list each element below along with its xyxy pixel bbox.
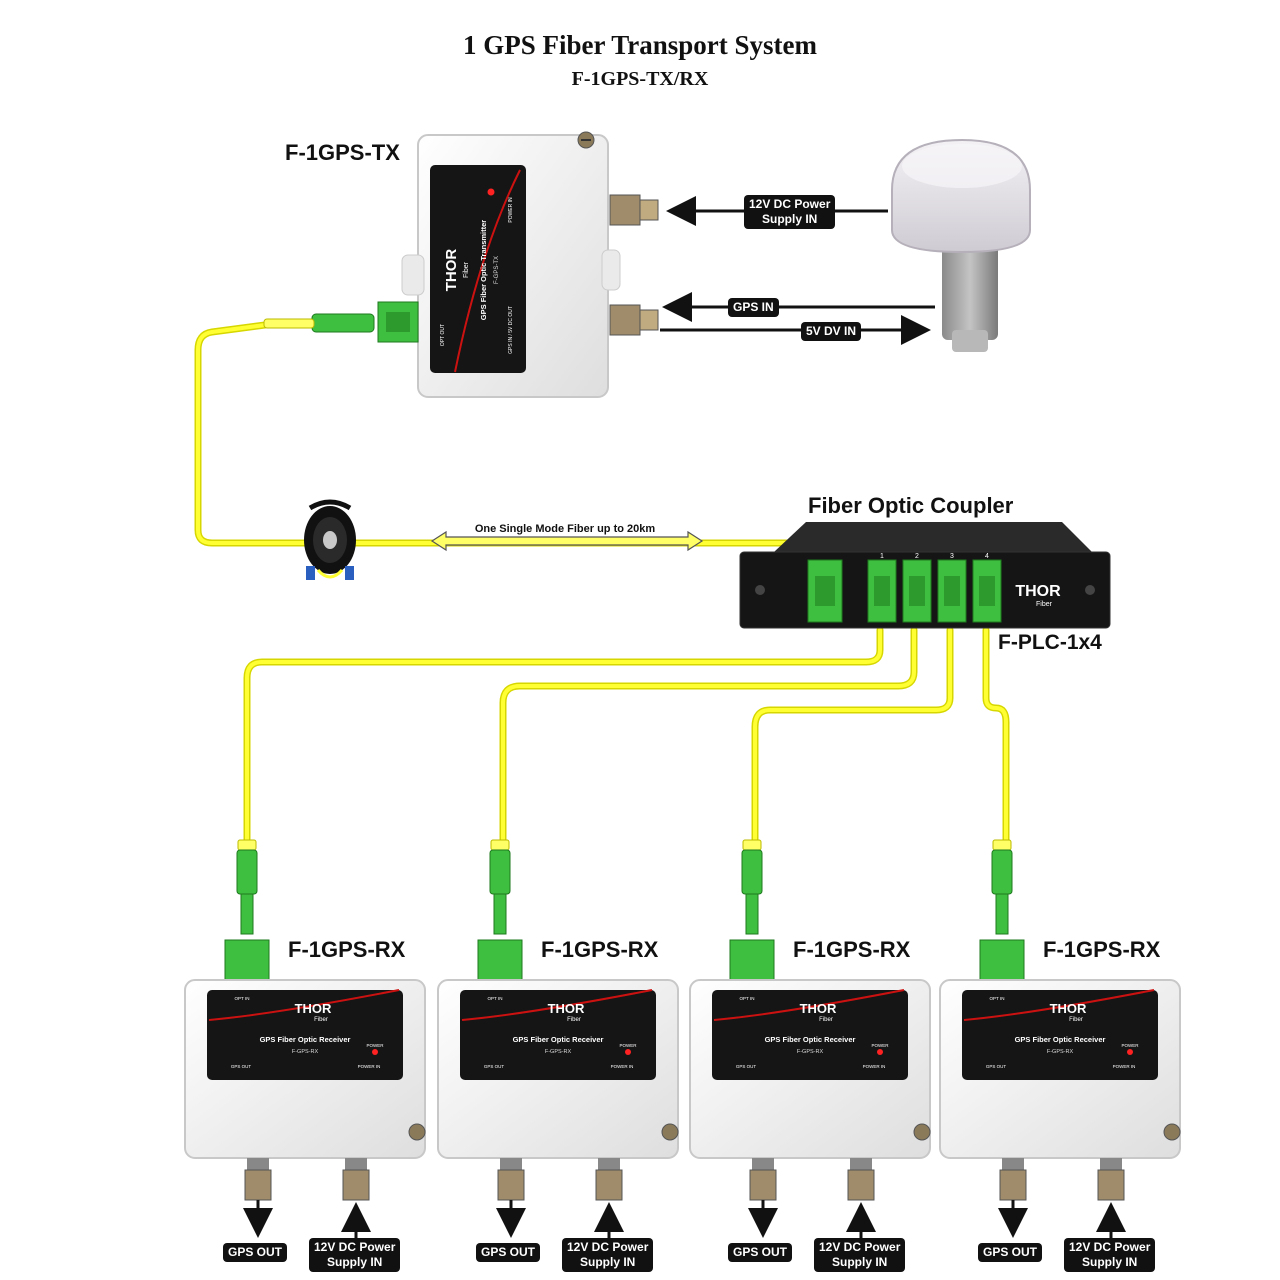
- f-connector-icon: [342, 1169, 370, 1201]
- rx-opt-in-text: OPT IN: [488, 996, 503, 1001]
- rx-product-name: GPS Fiber Optic Receiver: [260, 1035, 351, 1044]
- rx-product-name: GPS Fiber Optic Receiver: [765, 1035, 856, 1044]
- rx-product-name: GPS Fiber Optic Receiver: [1015, 1035, 1106, 1044]
- coupler-brand-sub: Fiber: [1036, 601, 1053, 608]
- rx-label: F-1GPS-RX: [793, 937, 911, 962]
- rx-brand: THOR: [295, 1001, 332, 1016]
- tx-brand-sub: Fiber: [463, 261, 470, 278]
- tx-port-text: GPS IN / 5V DC OUT: [508, 306, 514, 354]
- f-connector-icon: [749, 1169, 777, 1201]
- antenna-power-line: 12V DC Power: [749, 197, 831, 211]
- coupler-model-label: F-PLC-1x4: [998, 631, 1102, 654]
- f-connector-icon: [1097, 1169, 1125, 1201]
- f-connector-icon: [595, 1169, 623, 1201]
- rx-power-in-text: POWER IN: [1113, 1064, 1136, 1069]
- rx-power-line: 12V DC Power: [819, 1240, 901, 1254]
- tx-optical-text: OPT OUT: [440, 324, 446, 346]
- rx-power-line: Supply IN: [1082, 1255, 1138, 1269]
- transmitter-device: [263, 131, 659, 398]
- fiber-distance-arrow: [430, 530, 704, 552]
- tx-brand: THOR: [443, 249, 460, 292]
- rx-power-line: 12V DC Power: [314, 1240, 396, 1254]
- antenna-power-pill: 12V DC Power Supply IN: [744, 195, 836, 229]
- rx-product-name: GPS Fiber Optic Receiver: [513, 1035, 604, 1044]
- rx-brand: THOR: [548, 1001, 585, 1016]
- f-connector-icon: [497, 1169, 525, 1201]
- rx-power-line: 12V DC Power: [567, 1240, 649, 1254]
- rx-gps-out-text: GPS OUT: [986, 1064, 1007, 1069]
- gps-out-pill: GPS OUT: [978, 1243, 1043, 1262]
- rx-power-line: Supply IN: [327, 1255, 383, 1269]
- rx-label: F-1GPS-RX: [288, 937, 406, 962]
- rx-brand-sub: Fiber: [819, 1017, 833, 1023]
- rx-brand-sub: Fiber: [567, 1017, 581, 1023]
- fiber-port4-to-rx4: [982, 626, 1010, 849]
- coupler-port-number: 3: [950, 553, 954, 560]
- tx-model: F-GPS-TX: [494, 256, 500, 284]
- f-connector-icon: [847, 1169, 875, 1201]
- f-connector-icon: [999, 1169, 1027, 1201]
- rx-label: F-1GPS-RX: [1043, 937, 1161, 962]
- coupler-device: [739, 522, 1111, 629]
- fiber-length-label: One Single Mode Fiber up to 20km: [475, 523, 656, 535]
- tx-product-name: GPS Fiber Optic Transmitter: [479, 220, 488, 321]
- rx-gps-out-text: GPS OUT: [736, 1064, 757, 1069]
- rx-power-line: 12V DC Power: [1069, 1240, 1151, 1254]
- rx-model: F-GPS-RX: [797, 1049, 824, 1055]
- rx-brand-sub: Fiber: [314, 1017, 328, 1023]
- diagram-subtitle: F-1GPS-TX/RX: [571, 68, 709, 90]
- tx-power-text: POWER IN: [508, 197, 514, 223]
- rx-power-led-text: POWER: [366, 1043, 384, 1048]
- rx-power-in-text: POWER IN: [358, 1064, 381, 1069]
- coupler-title: Fiber Optic Coupler: [808, 493, 1014, 518]
- rx-model: F-GPS-RX: [292, 1049, 319, 1055]
- rx-opt-in-text: OPT IN: [740, 996, 755, 1001]
- coupler-brand: THOR: [1015, 583, 1061, 600]
- f-connector-icon: [244, 1169, 272, 1201]
- tx-label: F-1GPS-TX: [285, 140, 400, 165]
- rx-power-led-text: POWER: [1121, 1043, 1139, 1048]
- rx-power-line: Supply IN: [832, 1255, 888, 1269]
- rx-power-led-text: POWER: [619, 1043, 637, 1048]
- antenna-power-line: Supply IN: [762, 212, 818, 226]
- sc-connector-icon: [741, 849, 763, 895]
- rx-opt-in-text: OPT IN: [235, 996, 250, 1001]
- rx-power-line: Supply IN: [580, 1255, 636, 1269]
- rx-brand: THOR: [1050, 1001, 1087, 1016]
- dc-out-pill: 5V DV IN: [801, 322, 862, 341]
- rx-gps-out-text: GPS OUT: [484, 1064, 505, 1069]
- rx-opt-in-text: OPT IN: [990, 996, 1005, 1001]
- coupler-port-number: 2: [915, 553, 919, 560]
- rx-model: F-GPS-RX: [1047, 1049, 1074, 1055]
- fiber-spool-icon: [304, 499, 356, 580]
- rx-power-in-text: POWER IN: [611, 1064, 634, 1069]
- gps-out-pill: GPS OUT: [476, 1243, 541, 1262]
- rx-gps-out-text: GPS OUT: [231, 1064, 252, 1069]
- coupler-port-number: 1: [880, 553, 884, 560]
- gps-out-pill: GPS OUT: [223, 1243, 288, 1262]
- sc-connector-icon: [489, 849, 511, 895]
- gps-out-pill: GPS OUT: [728, 1243, 793, 1262]
- rx-power-led-text: POWER: [871, 1043, 889, 1048]
- diagram-title: 1 GPS Fiber Transport System: [462, 30, 817, 60]
- coupler-port-number: 4: [985, 553, 989, 560]
- sc-connector-icon: [236, 849, 258, 895]
- rx-brand-sub: Fiber: [1069, 1017, 1083, 1023]
- gps-antenna-icon: [891, 138, 1031, 352]
- rx-power-in-text: POWER IN: [863, 1064, 886, 1069]
- rx-model: F-GPS-RX: [545, 1049, 572, 1055]
- rx-label: F-1GPS-RX: [541, 937, 659, 962]
- rx-brand: THOR: [800, 1001, 837, 1016]
- sc-connector-icon: [991, 849, 1013, 895]
- gps-in-pill: GPS IN: [728, 298, 779, 317]
